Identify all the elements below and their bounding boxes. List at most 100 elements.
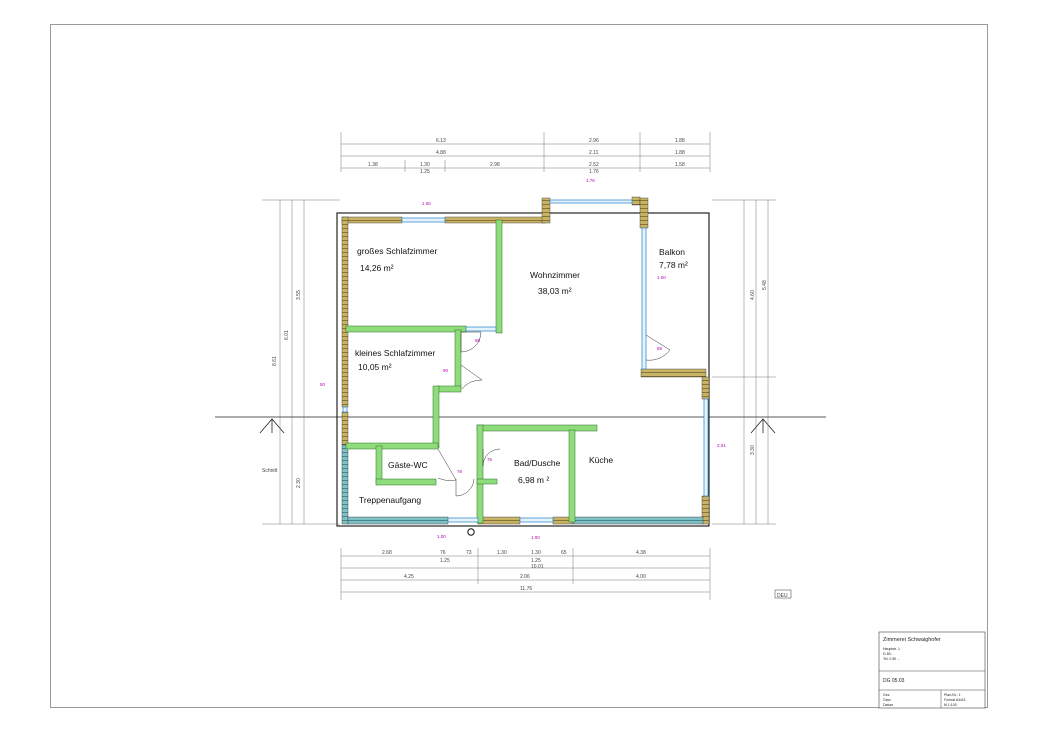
wall-bottom-right bbox=[572, 516, 704, 525]
wall-balcony-bottom bbox=[640, 368, 707, 378]
opening-note-12: 88 bbox=[657, 346, 663, 351]
opening-note-5: 90 bbox=[443, 368, 449, 373]
opening-note-6: 50 bbox=[320, 382, 326, 387]
window-balcony-side bbox=[641, 227, 647, 370]
door-swing-stairs bbox=[455, 478, 475, 497]
room-area-bad: 6,98 m ² bbox=[518, 475, 549, 485]
dim-bottom-total: 11.76 bbox=[520, 586, 532, 592]
wall-bedroom-living bbox=[495, 219, 503, 334]
dim-right-a: 5.48 bbox=[762, 280, 768, 290]
title-block-drawing-no: DG 05.03 bbox=[883, 678, 905, 684]
title-block-address-1: Hauptstr. 1 bbox=[883, 647, 900, 651]
door-swing-small-bedroom bbox=[460, 364, 483, 390]
drawing-sheet bbox=[50, 24, 988, 708]
dim-top-1-c: 1.88 bbox=[675, 138, 685, 144]
wall-left-lower bbox=[341, 444, 349, 525]
dim-bottom-1-g: 4.38 bbox=[636, 550, 646, 556]
view-tag-box bbox=[774, 589, 792, 599]
dim-top-3-d: 2.52 bbox=[589, 162, 599, 168]
dim-top-3-e: 1.58 bbox=[675, 162, 685, 168]
dimension-right bbox=[712, 199, 776, 525]
window-bath bbox=[519, 517, 554, 523]
dim-right-b: 4.60 bbox=[750, 290, 756, 300]
room-area-balkon: 7,78 m² bbox=[659, 260, 688, 270]
dim-top-2-b: 2.11 bbox=[589, 150, 599, 156]
wall-left-mid bbox=[341, 411, 349, 446]
dim-bottom-1-e: 1.30 bbox=[531, 550, 541, 556]
title-block-address-2: D-83... bbox=[883, 652, 894, 656]
dim-bottom-1-a: 2.68 bbox=[382, 550, 392, 556]
title-block-address-3: Tel. 0 80 ... bbox=[883, 657, 900, 661]
wall-right-upper bbox=[701, 376, 710, 400]
window-balcony-door bbox=[549, 199, 633, 204]
opening-note-7: 76 bbox=[457, 469, 463, 474]
opening-note-4: 88 bbox=[475, 338, 481, 343]
wall-wc-bottom bbox=[375, 478, 437, 486]
title-block-footer-right-3: M 1:100 bbox=[944, 703, 957, 707]
opening-note-2: 1.76 bbox=[586, 178, 595, 183]
dim-top-3-b: 1.30 bbox=[420, 162, 430, 168]
opening-note-1: 1.00 bbox=[422, 201, 431, 206]
room-labels: großes Schlafzimmer 14,26 m² Wohnzimmer … bbox=[355, 246, 688, 505]
door-swing-wc bbox=[437, 448, 457, 481]
exterior-walls bbox=[341, 196, 710, 525]
dim-top-sub-b: 1.76 bbox=[589, 169, 599, 175]
wall-top-mid bbox=[444, 216, 546, 224]
window-kitchen bbox=[703, 398, 709, 497]
wall-wc-top bbox=[345, 442, 439, 450]
title-block-footer-left-2: Gepr. bbox=[883, 698, 892, 702]
opening-annotations: 1.00 1.76 1.00 88 90 50 76 76 1.00 1.00 … bbox=[320, 178, 726, 540]
wall-bath-left bbox=[476, 424, 484, 524]
wall-balcony-top bbox=[639, 197, 649, 229]
door-swing-balcony bbox=[645, 334, 671, 361]
dim-bottom-1-b: 76 bbox=[440, 550, 446, 556]
dimension-left bbox=[262, 199, 340, 525]
entrance-marker bbox=[467, 528, 475, 536]
dimension-bottom bbox=[340, 548, 711, 600]
wall-corridor-left bbox=[432, 385, 440, 449]
building-outline bbox=[336, 212, 710, 527]
room-name-wohnzimmer: Wohnzimmer bbox=[530, 270, 580, 280]
opening-note-3: 1.00 bbox=[657, 275, 666, 280]
dim-bottom-3-a: 4.25 bbox=[404, 574, 414, 580]
dim-bottom-3-c: 4.00 bbox=[636, 574, 646, 580]
title-block-header: Zimmerei Schwaighofer bbox=[883, 637, 941, 643]
title-block-footer-right-1: Plan-Nr.: 1 bbox=[944, 693, 961, 697]
wall-wc-left bbox=[375, 445, 383, 485]
room-name-gaeste-wc: Gäste-WC bbox=[388, 460, 428, 470]
room-name-kueche: Küche bbox=[589, 455, 613, 465]
dim-bottom-1-c: 73 bbox=[466, 550, 472, 556]
wall-top-jog bbox=[541, 197, 551, 224]
title-block bbox=[878, 631, 986, 709]
door-swings bbox=[437, 331, 671, 497]
wall-bath-stub bbox=[476, 478, 498, 485]
dim-bottom-1-f: 65 bbox=[561, 550, 567, 556]
room-area-wohnzimmer: 38,03 m² bbox=[538, 286, 572, 296]
dim-top-sub-a: 1.25 bbox=[420, 169, 430, 175]
dim-left-c: 3.55 bbox=[296, 290, 302, 300]
room-name-balkon: Balkon bbox=[659, 247, 685, 257]
room-name-treppenaufgang: Treppenaufgang bbox=[359, 495, 421, 505]
dim-top-2-a: 4.88 bbox=[436, 150, 446, 156]
room-name-gr-schlafzimmer: großes Schlafzimmer bbox=[357, 246, 437, 256]
dim-bottom-2-b: 1.25 bbox=[531, 558, 541, 564]
wall-top-left bbox=[341, 216, 403, 224]
window-left bbox=[342, 406, 348, 413]
dim-bottom-2-c: 10.01 bbox=[531, 564, 544, 570]
room-name-kl-schlafzimmer: kleines Schlafzimmer bbox=[355, 348, 435, 358]
wall-bath-top bbox=[476, 424, 598, 432]
dim-left-d: 2.30 bbox=[296, 478, 302, 488]
dim-bottom-2-a: 1.25 bbox=[440, 558, 450, 564]
dim-top-2-c: 1.88 bbox=[675, 150, 685, 156]
door-swing-living bbox=[460, 331, 482, 353]
dim-bottom-1-d: 1.30 bbox=[497, 550, 507, 556]
dim-left-b: 6.01 bbox=[284, 330, 290, 340]
title-block-footer-left-3: Datum bbox=[883, 703, 893, 707]
wall-bath-kitchen bbox=[568, 429, 576, 523]
wall-left-upper bbox=[341, 216, 349, 408]
opening-note-11: 2.01 bbox=[717, 443, 726, 448]
windows bbox=[342, 199, 709, 523]
section-label: Schnitt bbox=[262, 468, 278, 474]
window-corridor bbox=[465, 326, 497, 332]
